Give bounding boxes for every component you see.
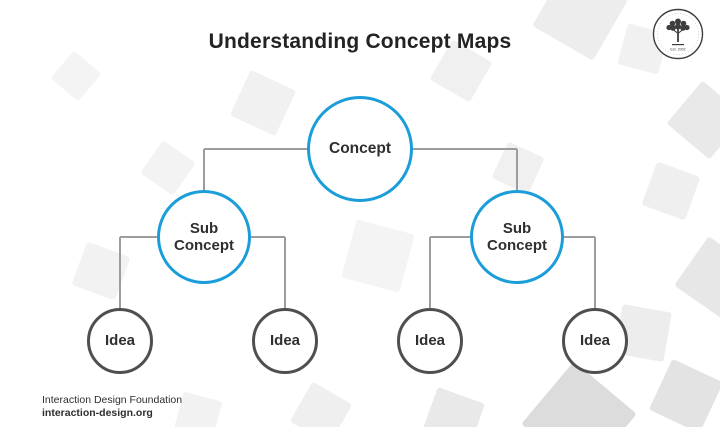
node-label: Sub Concept (174, 219, 234, 254)
node-idea-1: Idea (87, 308, 153, 374)
node-label: Idea (269, 332, 300, 350)
page-title: Understanding Concept Maps (208, 30, 512, 53)
tree-icon: Est. 2002 (652, 8, 704, 60)
idf-logo: Est. 2002 (652, 8, 704, 60)
node-label: Concept (329, 140, 391, 158)
node-sub-concept-left: Sub Concept (157, 190, 251, 284)
node-idea-4: Idea (562, 308, 628, 374)
logo-est-text: Est. 2002 (670, 48, 685, 52)
node-label: Idea (414, 332, 445, 350)
footer-website: interaction-design.org (42, 407, 153, 420)
node-label: Sub Concept (487, 219, 547, 254)
node-label: Idea (104, 332, 135, 350)
node-concept: Concept (307, 96, 413, 202)
node-sub-concept-right: Sub Concept (470, 190, 564, 284)
footer-attribution: Interaction Design Foundation interactio… (42, 394, 182, 420)
node-idea-2: Idea (252, 308, 318, 374)
node-label: Idea (579, 332, 610, 350)
footer-org-name: Interaction Design Foundation (42, 394, 183, 406)
node-idea-3: Idea (397, 308, 463, 374)
